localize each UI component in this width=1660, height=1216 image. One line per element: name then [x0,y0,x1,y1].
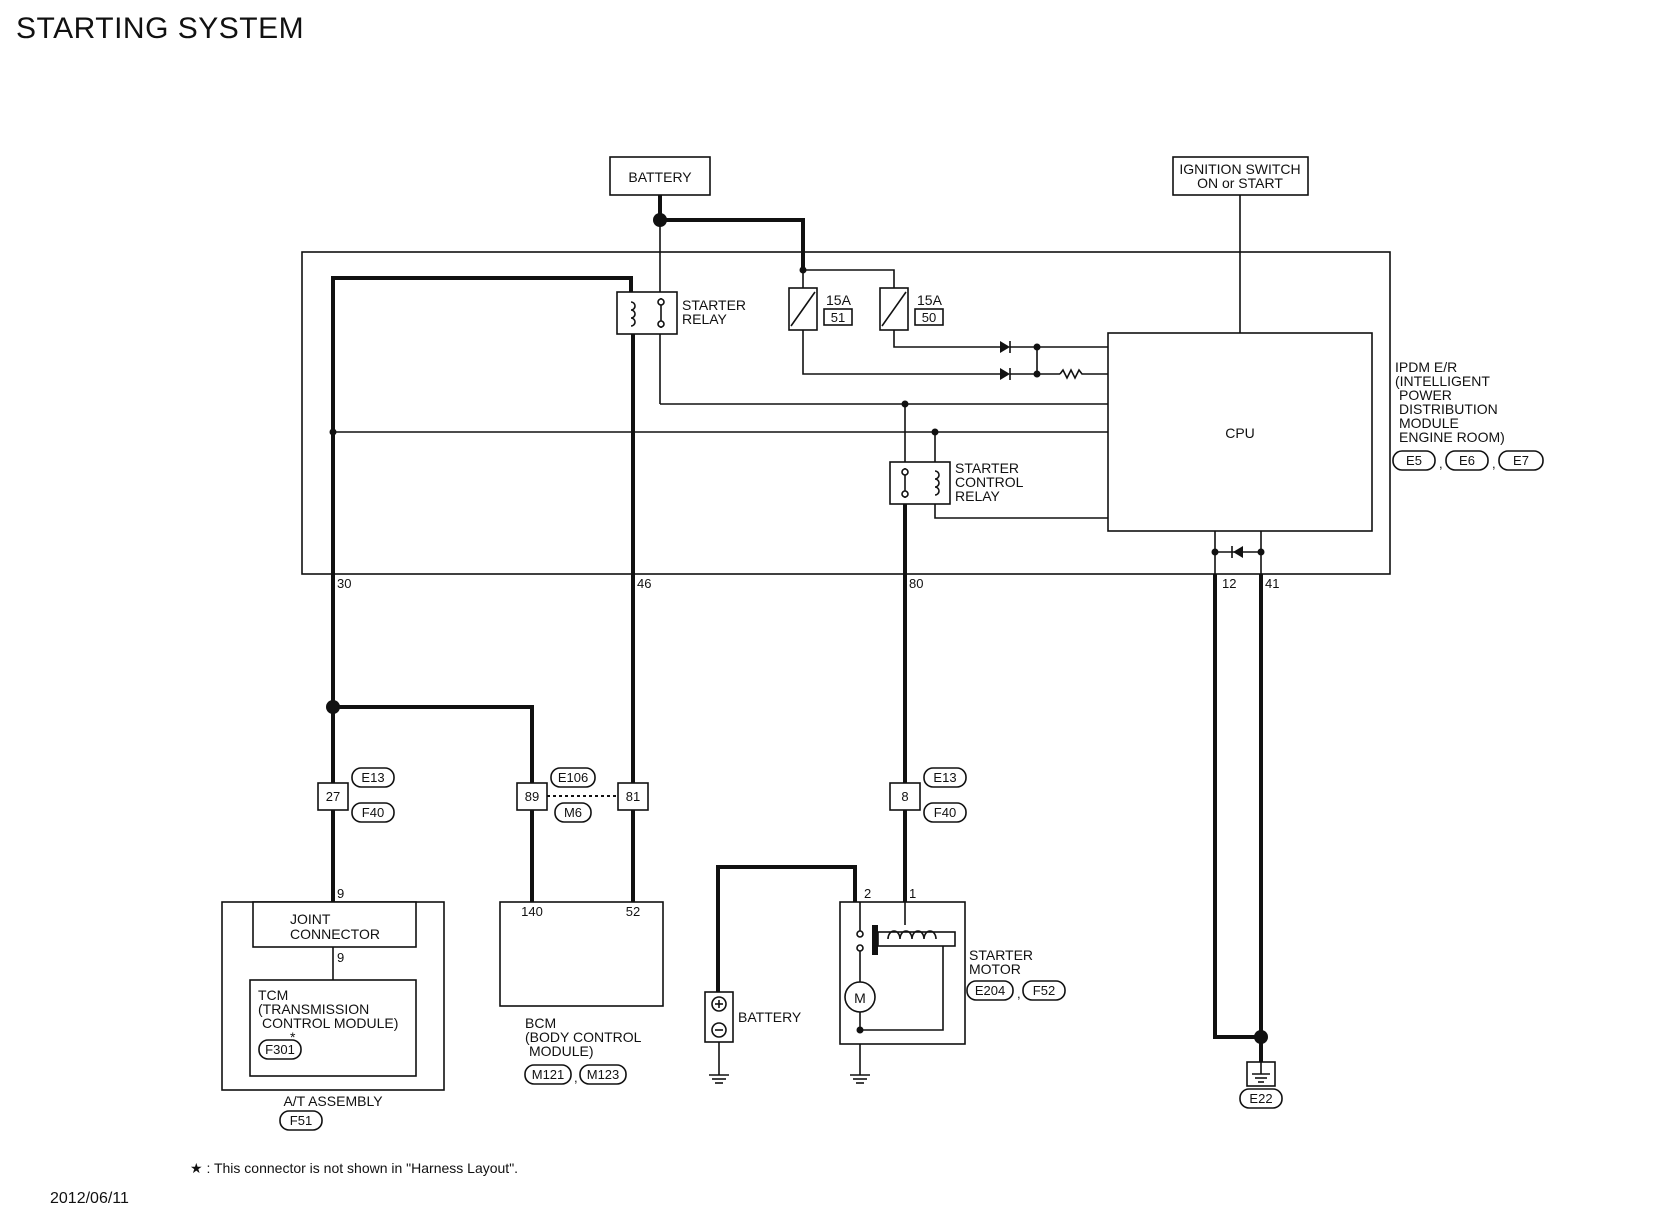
starter-relay-label-2: RELAY [682,311,728,327]
conn-e13-right: E13 [933,770,956,785]
scr-label-3: RELAY [955,488,1001,504]
ipdm-label-6: ENGINE ROOM) [1399,429,1505,445]
diode-2 [1000,368,1010,380]
svg-text:52: 52 [626,904,640,919]
conn-m121: M121 [532,1067,565,1082]
motor-symbol: M [854,990,866,1006]
ipdm-box [301,251,1391,575]
jc-label-2: CONNECTOR [290,926,380,942]
conn-f40-right: F40 [934,805,956,820]
fuse-50-number: 50 [922,310,936,325]
pin-30: 30 [337,576,351,591]
cpu-label: CPU [1225,425,1255,441]
svg-text:8: 8 [901,789,908,804]
svg-text:1: 1 [909,886,916,901]
conn-m6: M6 [564,805,582,820]
pin-12: 12 [1222,576,1236,591]
scr-label-1: STARTER [955,460,1019,476]
svg-text:9: 9 [337,886,344,901]
ipdm-label-1: IPDM E/R [1395,359,1457,375]
scr-label-2: CONTROL [955,474,1024,490]
conn-e13-left: E13 [361,770,384,785]
battery-top-box [609,156,711,196]
svg-text:,: , [574,1070,578,1085]
tcm-label-1: TCM [258,987,288,1003]
pin-46: 46 [637,576,651,591]
svg-text:,: , [1492,456,1496,471]
page-title: STARTING SYSTEM [16,12,305,45]
ignition-switch-label-2: ON or START [1197,175,1283,191]
fuse-51-rating: 15A [826,292,852,308]
jc-label-1: JOINT [290,911,331,927]
pin-41: 41 [1265,576,1279,591]
diode-1 [1000,341,1010,353]
starter-control-relay-box [889,461,951,505]
bcm-label-2: (BODY CONTROL [525,1029,642,1045]
diode-3 [1233,546,1243,558]
cpu-box [1107,332,1373,532]
svg-text:81: 81 [626,789,640,804]
fuse-50-rating: 15A [917,292,943,308]
pin-80: 80 [909,576,923,591]
footnote: ★ : This connector is not shown in "Harn… [190,1160,519,1176]
svg-text:140: 140 [521,904,543,919]
bcm-box [499,901,664,1007]
starter-motor-label-1: STARTER [969,947,1033,963]
ipdm-conn-e7: E7 [1513,453,1529,468]
conn-e22: E22 [1249,1091,1272,1106]
ipdm-conn-e5: E5 [1406,453,1422,468]
svg-text:27: 27 [326,789,340,804]
conn-e106: E106 [558,770,588,785]
ignition-switch-label-1: IGNITION SWITCH [1179,161,1300,177]
ipdm-conn-e6: E6 [1459,453,1475,468]
battery-bottom-label: BATTERY [738,1009,802,1025]
conn-f301: F301 [265,1042,295,1057]
starter-motor-label-2: MOTOR [969,961,1021,977]
fuse-51-number: 51 [831,310,845,325]
starter-relay-box [616,291,678,335]
ipdm-label-3: POWER [1399,387,1452,403]
tcm-label-2: (TRANSMISSION [258,1001,369,1017]
svg-text:,: , [1439,456,1443,471]
ipdm-label-4: DISTRIBUTION [1399,401,1498,417]
starter-motor-box [839,901,966,1045]
at-assembly-label: A/T ASSEMBLY [283,1093,383,1109]
battery-top-label: BATTERY [628,169,692,185]
conn-m123: M123 [587,1067,620,1082]
conn-e204: E204 [975,983,1005,998]
conn-f52: F52 [1033,983,1055,998]
footer-date: 2012/06/11 [50,1190,129,1207]
bcm-label-1: BCM [525,1015,556,1031]
ipdm-label-2: (INTELLIGENT [1395,373,1490,389]
svg-text:2: 2 [864,886,871,901]
resistor [1059,368,1108,380]
tcm-star: * [290,1029,296,1045]
joint-connector-box [252,901,417,948]
ipdm-label-5: MODULE [1399,415,1459,431]
starter-relay-label-1: STARTER [682,297,746,313]
tcm-label-3: CONTROL MODULE) [262,1015,398,1031]
conn-f51: F51 [290,1113,312,1128]
splice-ground [1254,1030,1268,1044]
bcm-label-3: MODULE) [529,1043,594,1059]
svg-text:9: 9 [337,950,344,965]
svg-text:89: 89 [525,789,539,804]
svg-text:,: , [1017,986,1021,1001]
tcm-box [249,979,417,1077]
conn-f40-left: F40 [362,805,384,820]
jc-8 [889,782,921,811]
